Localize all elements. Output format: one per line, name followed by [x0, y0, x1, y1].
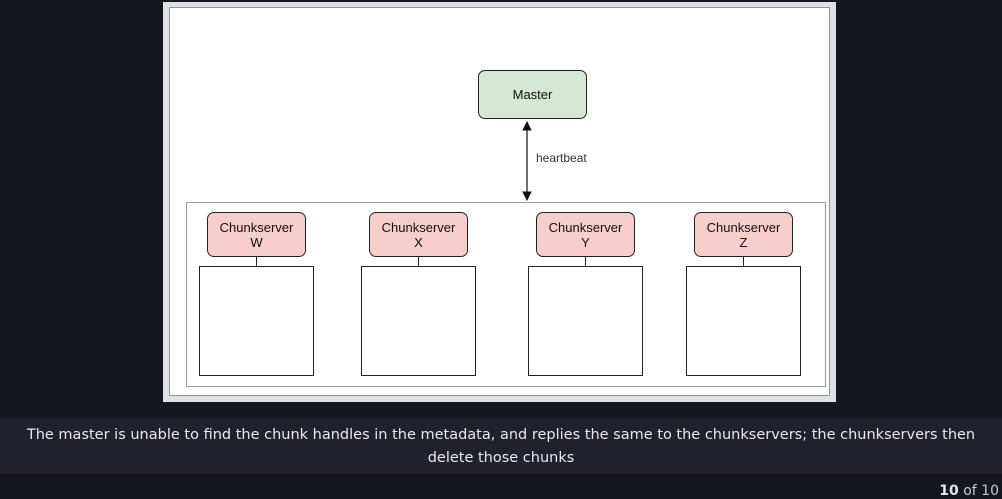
chunkserver-y-connector	[585, 257, 586, 266]
chunkserver-w-id: W	[250, 234, 263, 250]
slide-counter-of: of	[963, 483, 977, 499]
chunkserver-z-storage	[686, 266, 801, 376]
master-node: Master	[478, 70, 587, 119]
chunkserver-y-node: Chunkserver Y	[536, 212, 635, 257]
chunkserver-y-id: Y	[581, 234, 590, 250]
chunkserver-x-node: Chunkserver X	[369, 212, 468, 257]
chunkserver-cluster	[186, 202, 826, 387]
slide-caption: The master is unable to find the chunk h…	[0, 419, 1002, 474]
chunkserver-x-connector	[418, 257, 419, 266]
heartbeat-label: heartbeat	[536, 151, 587, 165]
chunkserver-w-storage	[199, 266, 314, 376]
chunkserver-z-id: Z	[739, 234, 748, 250]
chunkserver-x-storage	[361, 266, 476, 376]
chunkserver-x-id: X	[414, 234, 423, 250]
chunkserver-w-label: Chunkserver	[219, 219, 294, 235]
chunkserver-w-node: Chunkserver W	[207, 212, 306, 257]
chunkserver-x-label: Chunkserver	[381, 219, 456, 235]
chunkserver-w-connector	[256, 257, 257, 266]
chunkserver-y-label: Chunkserver	[548, 219, 623, 235]
slide-counter-total: 10	[981, 483, 999, 499]
slide-counter: 10 of 10	[939, 483, 999, 499]
slide-counter-current: 10	[939, 483, 959, 499]
chunkserver-z-label: Chunkserver	[706, 219, 781, 235]
slide-frame: Master heartbeat Chunkserver W Chunkserv…	[163, 2, 836, 402]
master-label: Master	[512, 87, 553, 102]
diagram-canvas: Master heartbeat Chunkserver W Chunkserv…	[169, 7, 830, 396]
chunkserver-z-node: Chunkserver Z	[694, 212, 793, 257]
chunkserver-z-connector	[743, 257, 744, 266]
chunkserver-y-storage	[528, 266, 643, 376]
